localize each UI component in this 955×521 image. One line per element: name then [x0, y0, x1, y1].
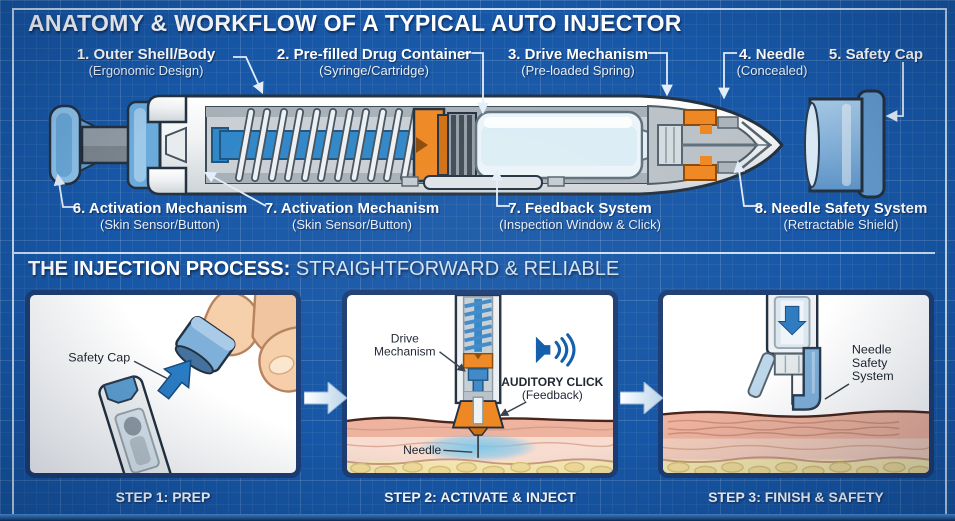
process-section-title: THE INJECTION PROCESS: STRAIGHTFORWARD &…: [28, 258, 619, 281]
needle-safety-label-line2: Safety: [852, 356, 888, 370]
callout-needle-safety: 8. Needle Safety System (Retractable Shi…: [754, 200, 928, 232]
drug-container: [474, 110, 665, 180]
drive-mechanism-label-line2: Mechanism: [374, 345, 436, 359]
drive-mechanism-leader: [439, 351, 466, 372]
callout-needle: 4. Needle (Concealed): [736, 46, 808, 78]
step2-caption: STEP 2: ACTIVATE & INJECT: [384, 489, 576, 505]
callout-safety-cap: 5. Safety Cap: [828, 46, 924, 63]
step1-caption: STEP 1: PREP: [115, 489, 211, 505]
auditory-click-icon: [535, 333, 576, 367]
drive-mechanism-label-line1: Drive: [391, 331, 419, 345]
needle-safety-assembly: [647, 104, 772, 186]
stopper: [447, 112, 477, 178]
callout-leader-lines: [53, 52, 904, 208]
injector-device: [451, 295, 505, 436]
step2-illustration: Drive Mechanism AUDITORY CLICK (Feedback…: [347, 295, 613, 473]
needle-safety-leader: [824, 383, 850, 400]
section-divider: [14, 252, 935, 254]
skin-layers: [347, 416, 613, 473]
injector-device: [765, 295, 819, 376]
step3-caption: STEP 3: FINISH & SAFETY: [708, 489, 884, 505]
auditory-click-leader: [499, 401, 527, 417]
safety-cap-leader: [133, 360, 168, 379]
needle-shield: [747, 346, 822, 411]
fingers: [201, 295, 296, 393]
inspection-window: [401, 175, 565, 190]
callout-activation-6: 6. Activation Mechanism (Skin Sensor/But…: [72, 200, 248, 232]
step2-panel: Drive Mechanism AUDITORY CLICK (Feedback…: [342, 290, 618, 478]
injector-device: [98, 375, 176, 473]
pull-arrow-icon: [157, 359, 192, 400]
injector-anatomy-illustration: [48, 52, 904, 208]
callout-drug-container: 2. Pre-filled Drug Container (Syringe/Ca…: [276, 46, 472, 78]
safety-cap: [804, 89, 886, 199]
step1-illustration: Safety Cap: [68, 295, 296, 473]
callout-feedback-system: 7. Feedback System (Inspection Window & …: [499, 200, 661, 232]
step3-panel: Needle Safety System: [658, 290, 934, 478]
process-title-rest: STRAIGHTFORWARD & RELIABLE: [290, 258, 620, 280]
step-arrow-icon: [304, 382, 347, 414]
fat-layer-texture: [350, 461, 613, 473]
skin-layers: [663, 410, 929, 473]
process-title-bold: THE INJECTION PROCESS:: [28, 258, 291, 280]
step3-illustration: Needle Safety System: [663, 295, 929, 473]
auditory-click-label-line1: AUDITORY CLICK: [501, 375, 604, 389]
step-arrow-icon: [620, 382, 663, 414]
callout-activation-7: 7. Activation Mechanism (Skin Sensor/But…: [264, 200, 440, 232]
retract-arrow-icon: [777, 305, 807, 336]
needle-leader: [443, 449, 473, 453]
safety-cap-label: Safety Cap: [68, 350, 130, 364]
step1-panel: Safety Cap: [25, 290, 301, 478]
activation-button: [48, 104, 134, 186]
callout-drive-mechanism: 3. Drive Mechanism (Pre-loaded Spring): [507, 46, 649, 78]
needle-safety-label-line3: System: [852, 369, 894, 383]
fat-layer-texture: [667, 461, 929, 473]
page-title: ANATOMY & WORKFLOW OF A TYPICAL AUTO INJ…: [28, 10, 682, 36]
needle-safety-label-line1: Needle: [852, 343, 892, 357]
bottom-bar: [0, 514, 955, 521]
auditory-click-label-line2: (Feedback): [522, 388, 583, 402]
needle-label: Needle: [403, 443, 442, 457]
callout-outer-shell: 1. Outer Shell/Body (Ergonomic Design): [76, 46, 216, 78]
plunger-head: [412, 107, 449, 183]
spring: [464, 298, 492, 351]
